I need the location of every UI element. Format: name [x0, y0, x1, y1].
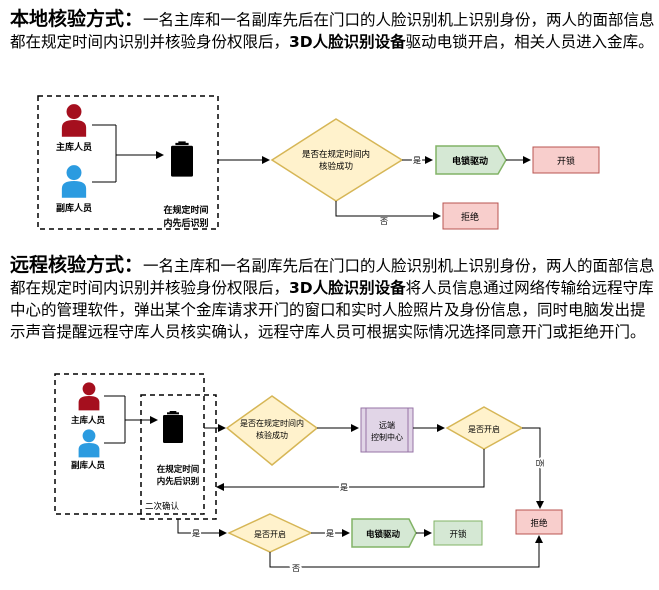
decision-label-2: 核验成功: [319, 161, 353, 172]
main-person-label-2: 主库人员: [71, 415, 106, 426]
no-label-2: 否: [535, 459, 544, 467]
local-text-1: 一名主库和一名副库先后在门口的人脸识别机上识别身份，两人的面部信息都在规定时间内…: [10, 11, 655, 51]
remote-heading: 远程核验方式: [10, 254, 125, 276]
no-label-3: 否: [292, 564, 300, 573]
yes-label-4: 是: [326, 529, 334, 538]
local-heading: 本地核验方式: [10, 8, 125, 30]
main-person-icon: [61, 104, 87, 137]
face-device-icon-2: [163, 411, 183, 443]
diagram-remote: 主库人员 副库人员 在规定时间 内先后识别 是否在规定时间内 核验成功 远端 控…: [54, 373, 563, 575]
local-text-2: 驱动电锁开启，相关人员进入金库。: [405, 33, 654, 51]
decision-verify-2: [225, 395, 319, 466]
decision-label-1: 是否在规定时间内: [302, 149, 370, 160]
reject-box-2: [515, 509, 563, 535]
no-label: 否: [380, 217, 388, 226]
remote-text-2: 将人员信息通过网络传输给远程守库中心的管理软件，弹出某个金库请求开门的窗口和实时…: [10, 279, 654, 341]
open-q-label: 是否开启: [254, 529, 286, 539]
decision-label-2a: 是否在规定时间内: [240, 418, 304, 428]
local-description: 本地核验方式：一名主库和一名副库先后在门口的人脸识别机上识别身份，两人的面部信息…: [10, 8, 655, 53]
sub-person-label: 副库人员: [56, 202, 92, 214]
face-device-icon: [171, 141, 193, 177]
main-person-label: 主库人员: [56, 141, 92, 153]
reject-label: 拒绝: [461, 211, 479, 223]
device-label-2b: 内先后识别: [157, 476, 200, 487]
yes-label-2: 是: [340, 483, 348, 492]
drive-label-2: 电锁驱动: [366, 529, 401, 540]
remote-label-1: 远端: [379, 420, 395, 430]
yes-label-3: 是: [192, 529, 200, 538]
remote-center-box: [360, 407, 414, 453]
device-label-2: 内先后识别: [163, 217, 208, 229]
open-lock-box: [532, 146, 600, 174]
drive-lock-step-2: [351, 518, 417, 548]
decision-label-2b: 核验成功: [256, 430, 288, 440]
local-emphasis: 3D人脸识别设备: [289, 33, 406, 51]
local-heading-sep: ：: [124, 8, 144, 30]
remote-emphasis: 3D人脸识别设备: [289, 279, 406, 297]
open-lock-box-2: [433, 520, 483, 546]
reject-box: [442, 202, 499, 230]
yes-label: 是: [413, 156, 421, 165]
people-group-box-2: [54, 373, 205, 515]
diagram-local: 主库人员 副库人员 在规定时间 内先后识别 是否在规定时间内 核验成功 是 电锁…: [37, 95, 600, 230]
sub-person-icon: [61, 165, 87, 198]
sub-person-label-2: 副库人员: [71, 460, 106, 471]
decision-verify: [270, 118, 404, 202]
reject-label-2: 拒绝: [530, 518, 548, 529]
open-label-2: 开锁: [449, 529, 467, 540]
drive-label: 电锁驱动: [452, 155, 488, 167]
remote-heading-sep: ：: [124, 254, 144, 276]
main-person-icon-2: [78, 382, 100, 411]
people-group-box: [37, 95, 219, 230]
device-label-2a: 在规定时间: [157, 464, 200, 475]
device-label-1: 在规定时间: [163, 204, 208, 216]
remote-text-1: 一名主库和一名副库先后在门口的人脸识别机上识别身份，两人的面部信息都在规定时间内…: [10, 257, 655, 297]
second-confirm-label: 二次确认: [145, 501, 180, 512]
sub-person-icon-2: [78, 429, 100, 458]
drive-lock-step: [435, 145, 507, 175]
remote-label-2: 控制中心: [371, 432, 403, 442]
allow-q-label: 是否开启: [468, 424, 500, 434]
open-label: 开锁: [557, 155, 575, 167]
remote-description: 远程核验方式：一名主库和一名副库先后在门口的人脸识别机上识别身份，两人的面部信息…: [10, 254, 655, 343]
